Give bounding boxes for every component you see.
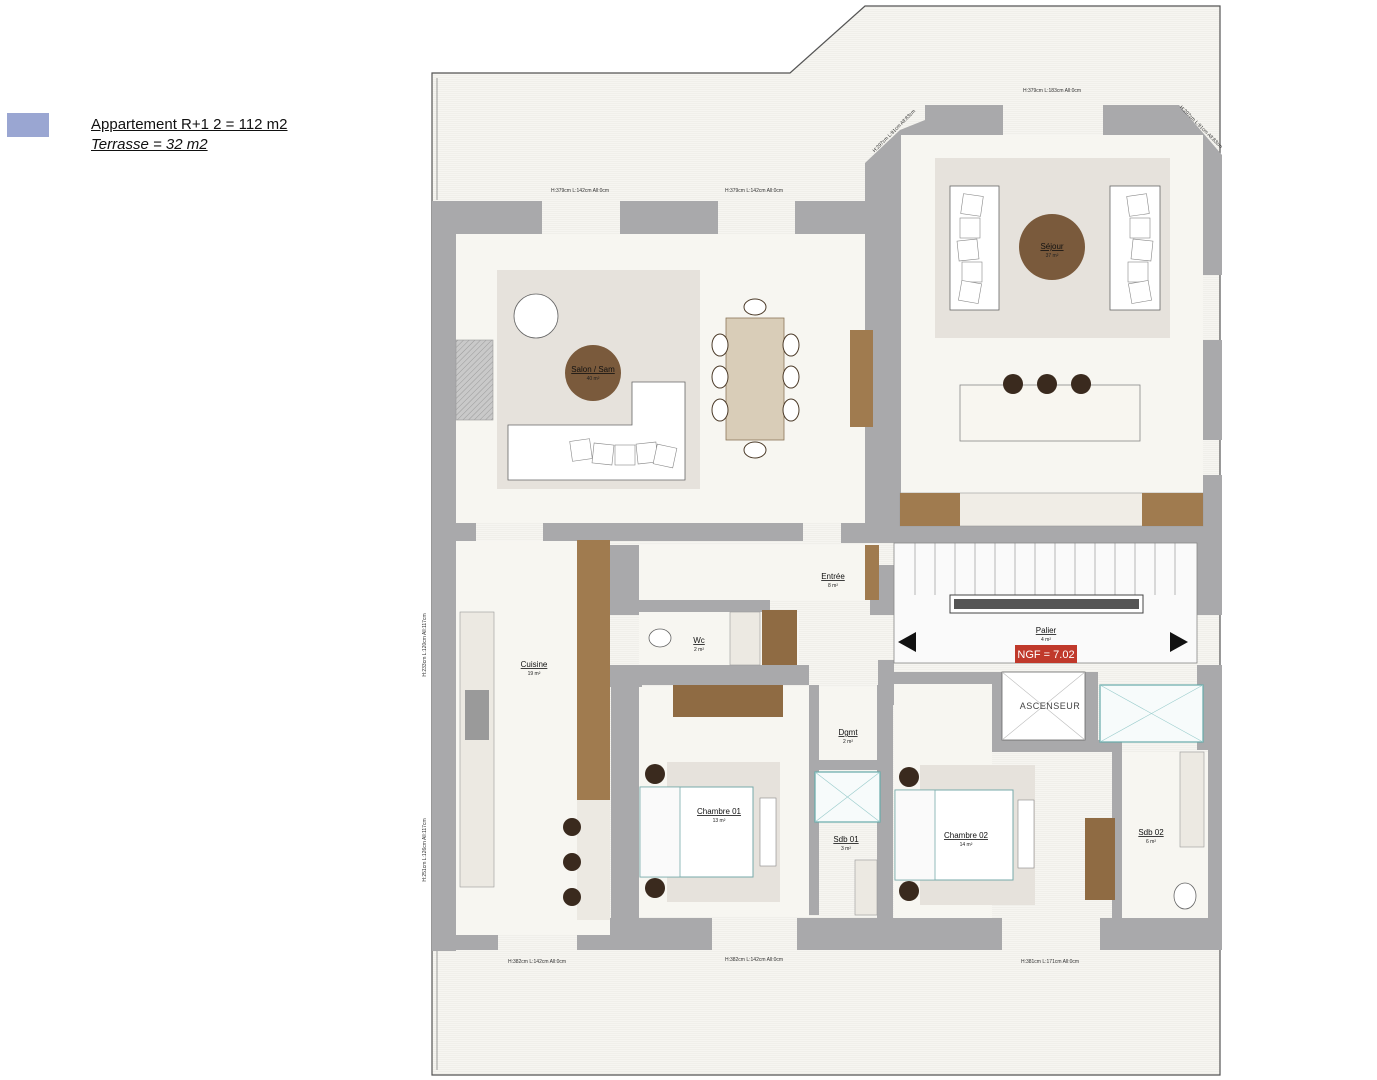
bedroom-02-furniture: [894, 765, 1115, 905]
sejour-furniture: [899, 158, 1204, 527]
room-area-chambre-02: 14 m²: [960, 842, 973, 848]
room-name-sejour: Séjour: [1040, 242, 1063, 251]
legend-swatch: [7, 113, 49, 137]
elevator: [1001, 671, 1086, 741]
legend-terrace-area: Terrasse = 32 m2: [91, 136, 208, 153]
room-name-dgmt: Dgmt: [838, 728, 858, 737]
entry-furniture: [648, 545, 879, 666]
dimension-top-2: H:379cm L:142cm All:0cm: [725, 188, 783, 194]
elevator-label: ASCENSEUR: [1020, 701, 1081, 711]
showers: [814, 684, 1205, 916]
room-area-chambre-01: 13 m²: [713, 818, 726, 824]
room-area-dgmt: 2 m²: [843, 739, 853, 745]
room-area-sejour: 37 m²: [1046, 253, 1059, 259]
room-name-salon: Salon / Sam: [571, 365, 615, 374]
room-name-sdb-02: Sdb 02: [1138, 828, 1164, 837]
dimension-top-3: H:379cm L:183cm All:0cm: [1023, 88, 1081, 94]
legend: Appartement R+1 2 = 112 m2 Terrasse = 32…: [91, 115, 288, 155]
room-area-palier: 4 m²: [1041, 637, 1051, 643]
kitchen-furniture: [459, 540, 610, 920]
room-area-sdb-02: 6 m²: [1146, 839, 1156, 845]
room-name-chambre-01: Chambre 01: [697, 807, 742, 816]
salon-furniture: [455, 270, 873, 489]
legend-apartment-area: Appartement R+1 2 = 112 m2: [91, 116, 288, 133]
dimension-top-1: H:379cm L:142cm All:0cm: [551, 188, 609, 194]
dimension-left-2: H:251cm L:126cm All:117cm: [422, 818, 428, 881]
dimension-bottom-1: H:382cm L:142cm All:0cm: [508, 959, 566, 965]
room-name-sdb-01: Sdb 01: [833, 835, 859, 844]
room-area-wc: 2 m²: [694, 647, 704, 653]
room-name-palier: Palier: [1036, 626, 1057, 635]
dimension-bottom-2: H:382cm L:142cm All:0cm: [725, 957, 783, 963]
room-labels: Salon / Sam 40 m² Séjour 37 m² Entrée 8 …: [521, 242, 1165, 852]
bedroom-01-furniture: [639, 685, 783, 902]
room-area-cuisine: 19 m²: [528, 671, 541, 677]
ngf-label: NGF = 7.02: [1017, 649, 1074, 661]
room-name-entree: Entrée: [821, 572, 845, 581]
room-area-entree: 8 m²: [828, 583, 838, 589]
dimension-left-1: H:233cm L:120cm All:117cm: [422, 613, 428, 676]
room-area-sdb-01: 3 m²: [841, 846, 851, 852]
room-area-salon: 40 m²: [587, 376, 600, 382]
staircase: [893, 542, 1198, 664]
walls: [432, 105, 1222, 951]
room-name-wc: Wc: [693, 636, 705, 645]
room-name-chambre-02: Chambre 02: [944, 831, 989, 840]
room-name-cuisine: Cuisine: [521, 660, 548, 669]
dimension-bottom-3: H:381cm L:171cm All:0cm: [1021, 959, 1079, 965]
